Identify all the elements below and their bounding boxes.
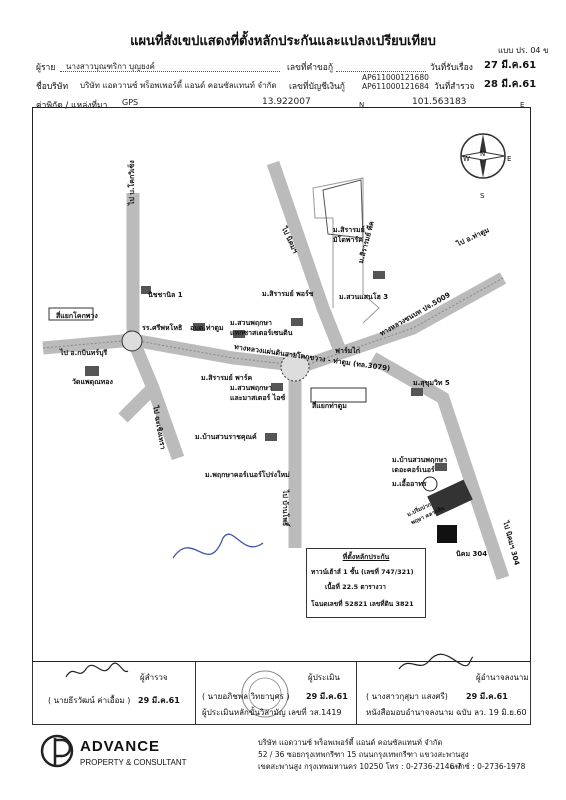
footer-address: 52 / 36 ซอยกรุงเทพกรีฑา 15 ถนนกรุงเทพกรี…: [258, 750, 469, 759]
surveyee-dots: [60, 71, 280, 72]
label-siravee-park: ม.สิรารมย์ พาร์ค: [201, 374, 253, 382]
info-line-3: โฉนดเลขที่ 52821 เลขที่ดิน 3821: [311, 600, 414, 608]
label-to-kok-pip: ไป อ.กบินทร์บุรี: [60, 349, 108, 357]
lat-value: 13.922007: [262, 97, 311, 107]
approver-date: 29 มี.ค.61: [466, 692, 508, 701]
logo-sub: PROPERTY & CONSULTANT: [80, 758, 187, 767]
label-rr-sriphahon: รร.ศรีพหโหธิ: [142, 324, 183, 332]
surveyor-role: ผู้สำรวจ: [140, 673, 168, 682]
label-suansaksin-2: แทกซาสเตอร์เซนติน: [230, 329, 293, 337]
label-to-muen-khlong: ไป บ.โคกวิเซ็ง: [128, 160, 136, 205]
coord-source: GPS: [122, 98, 139, 107]
label-siravee-porch: ม.สิรารมย์ พอร์ช: [262, 290, 314, 298]
surveyee-label: ผู้ราย: [36, 63, 56, 73]
account-value-1: AP611000121680: [362, 73, 429, 82]
request-date-value: 27 มี.ค.61: [484, 60, 537, 71]
account-value-2: AP611000121684: [362, 82, 429, 91]
company-logo-icon: [40, 734, 74, 768]
company-value: บริษัท แอดวานซ์ พร็อพเพอร์ตี้ แอนด์ คอนซ…: [80, 81, 277, 90]
label-nikom: นิคม 304: [456, 550, 488, 558]
footer-address2: เขตสะพานสูง กรุงเทพมหานคร 10250 โทร : 0-…: [258, 762, 462, 771]
compass-w: W: [463, 155, 470, 163]
label-suansaksin: ม.สวนพฤกษา: [230, 319, 272, 327]
page-title: แผนที่สังเขปแสดงที่ตั้งหลักประกันและแปลง…: [130, 34, 436, 49]
label-siravee-mid2: มิโดพาร์ค: [333, 236, 363, 244]
label-wat: วัดแพดุณทอง: [72, 378, 113, 386]
label-yordphrasam: ม.เอื้ออาทร: [392, 480, 427, 488]
lon-unit: E: [520, 101, 525, 109]
map-frame: [32, 107, 531, 662]
survey-date-value: 28 มี.ค.61: [484, 79, 537, 90]
info-line-1: ทาวน์เฮ้าส์ 1 ชั้น (เลขที่ 747/321): [311, 568, 414, 576]
label-baan-suan-corner: ม.บ้านสวนพฤกษา: [392, 456, 448, 464]
label-baan-suan-khun: ม.บ้านสวนราชคุณค์: [195, 433, 257, 441]
label-nichcharanil: นิชชานิล 1: [148, 291, 183, 299]
approver-name: ( นางสาวกุสุมา แสงศรี): [366, 692, 448, 701]
surveyor-date: 29 มี.ค.61: [138, 696, 180, 705]
label-suan-2: ม.สวนพฤกษา: [230, 384, 272, 392]
label-sukhumvit: ม.สุขุมวิท 5: [413, 379, 450, 387]
info-title: ที่ตั้งหลักประกัน: [342, 553, 390, 561]
label-suan-2b: และมาสเตอร์ ไอซ์: [230, 394, 286, 402]
compass-icon: [460, 133, 506, 179]
account-label: เลขที่บัญชีเงินกู้: [289, 82, 345, 92]
label-phrueksa-poleng: ม.พฤกษาคอร์เนอร์โปร่งใหม่: [205, 471, 290, 479]
request-no-dots: [336, 71, 426, 72]
approver-signature: [398, 653, 474, 670]
surveyor-name: ( นายธีรวัฒน์ ค่าเอื้อม ): [48, 696, 131, 705]
company-label: ชื่อบริษัท: [36, 82, 69, 92]
compass-s: S: [480, 192, 485, 200]
label-fairplay: ฟาร์มไก่: [335, 347, 361, 355]
approver-role: ผู้อำนาจลงนาม: [476, 673, 529, 682]
label-saensuk: ม.สวนแสนโฮ 3: [339, 293, 389, 301]
approver-note: หนังสือมอบอำนาจลงนาม ฉบับ ลว. 19 มิ.ย.60: [366, 708, 527, 717]
label-siravee-mid: ม.สิรารมย์: [333, 226, 365, 234]
surveyor-signature: [65, 662, 129, 678]
compass-n: N: [480, 150, 486, 158]
location-map: [42, 133, 510, 581]
label-sao-tatum: สี่แยกท่าตูม: [312, 402, 347, 410]
compass-e: E: [507, 155, 512, 163]
request-no-label: เลขที่คำขอกู้: [287, 63, 334, 73]
evaluator-name: ( นายอภิชพล วิทยาบุศร ): [202, 692, 290, 701]
label-to-ban-pho: ไป บ้านโพธิ์: [281, 490, 289, 527]
evaluator-stamp: [241, 670, 289, 718]
footer-company: บริษัท แอดวานซ์ พร็อพเพอร์ตี้ แอนด์ คอนซ…: [258, 738, 443, 747]
surveyee-value: นางสาวบุณฑริกา บุญยงค์: [66, 62, 155, 71]
evaluator-date: 29 มี.ค.61: [306, 692, 348, 701]
lon-value: 101.563183: [412, 97, 467, 107]
evaluator-license: ผู้ประเมินหลักขั้นวิสามัญ เลขที่ วส.1419: [202, 708, 342, 717]
evaluator-role: ผู้ประเมิน: [308, 673, 340, 682]
form-code: แบบ ปร. 04 ข: [498, 46, 549, 55]
footer-fax: แฟกซ์ : 0-2736-1978: [450, 762, 526, 771]
survey-date-label: วันที่สำรวจ: [434, 82, 475, 92]
request-date-label: วันที่รับเรื่อง: [430, 63, 473, 73]
label-sao-lek: สี่แยกโคกพวง: [56, 312, 98, 320]
coord-label: ค่าพิกัด / แหล่งที่มา: [36, 101, 108, 111]
info-line-2: เนื้อที่ 22.5 ตารางวา: [325, 583, 386, 591]
lat-unit: N: [359, 101, 365, 109]
logo-text: ADVANCE: [80, 738, 161, 755]
label-baan-suan-corner2: เดอะคอร์เนอร์: [392, 466, 435, 474]
collateral-info-box: ที่ตั้งหลักประกัน ทาวน์เฮ้าส์ 1 ชั้น (เล…: [306, 548, 426, 618]
label-obt: อบต.ท่าตูม: [190, 324, 224, 332]
